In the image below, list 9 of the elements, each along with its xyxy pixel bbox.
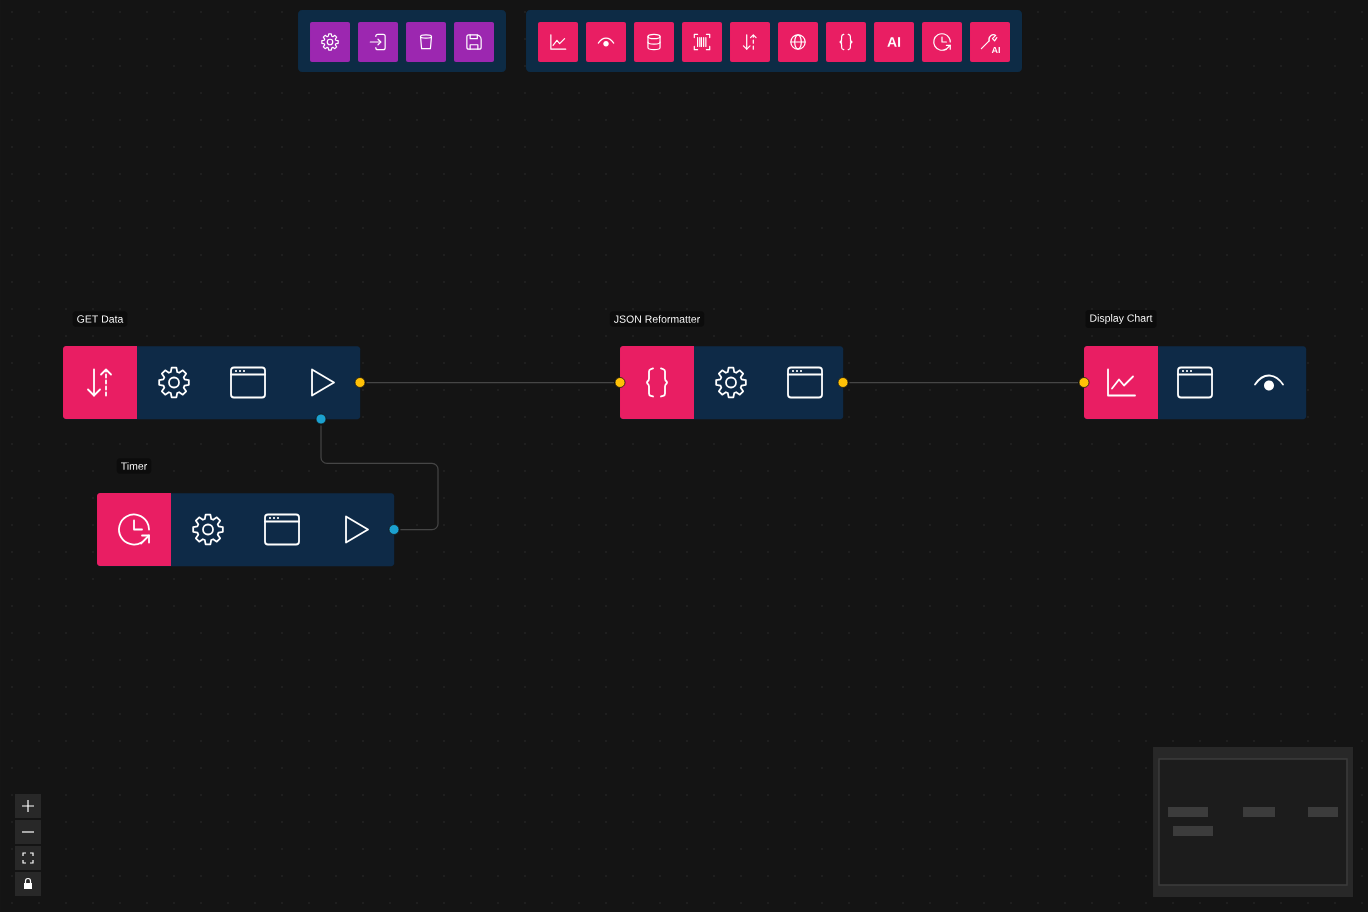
icon-caption: AI	[991, 46, 1000, 54]
connector-line	[365, 382, 615, 384]
connector-line	[320, 424, 439, 531]
node-title: Timer	[116, 458, 152, 474]
node-title: GET Data	[72, 311, 128, 327]
connector-line	[848, 382, 1079, 384]
toolbar-button: AI	[874, 22, 914, 62]
node-title: Display Chart	[1085, 310, 1157, 328]
node-title: JSON Reformatter	[609, 311, 705, 327]
